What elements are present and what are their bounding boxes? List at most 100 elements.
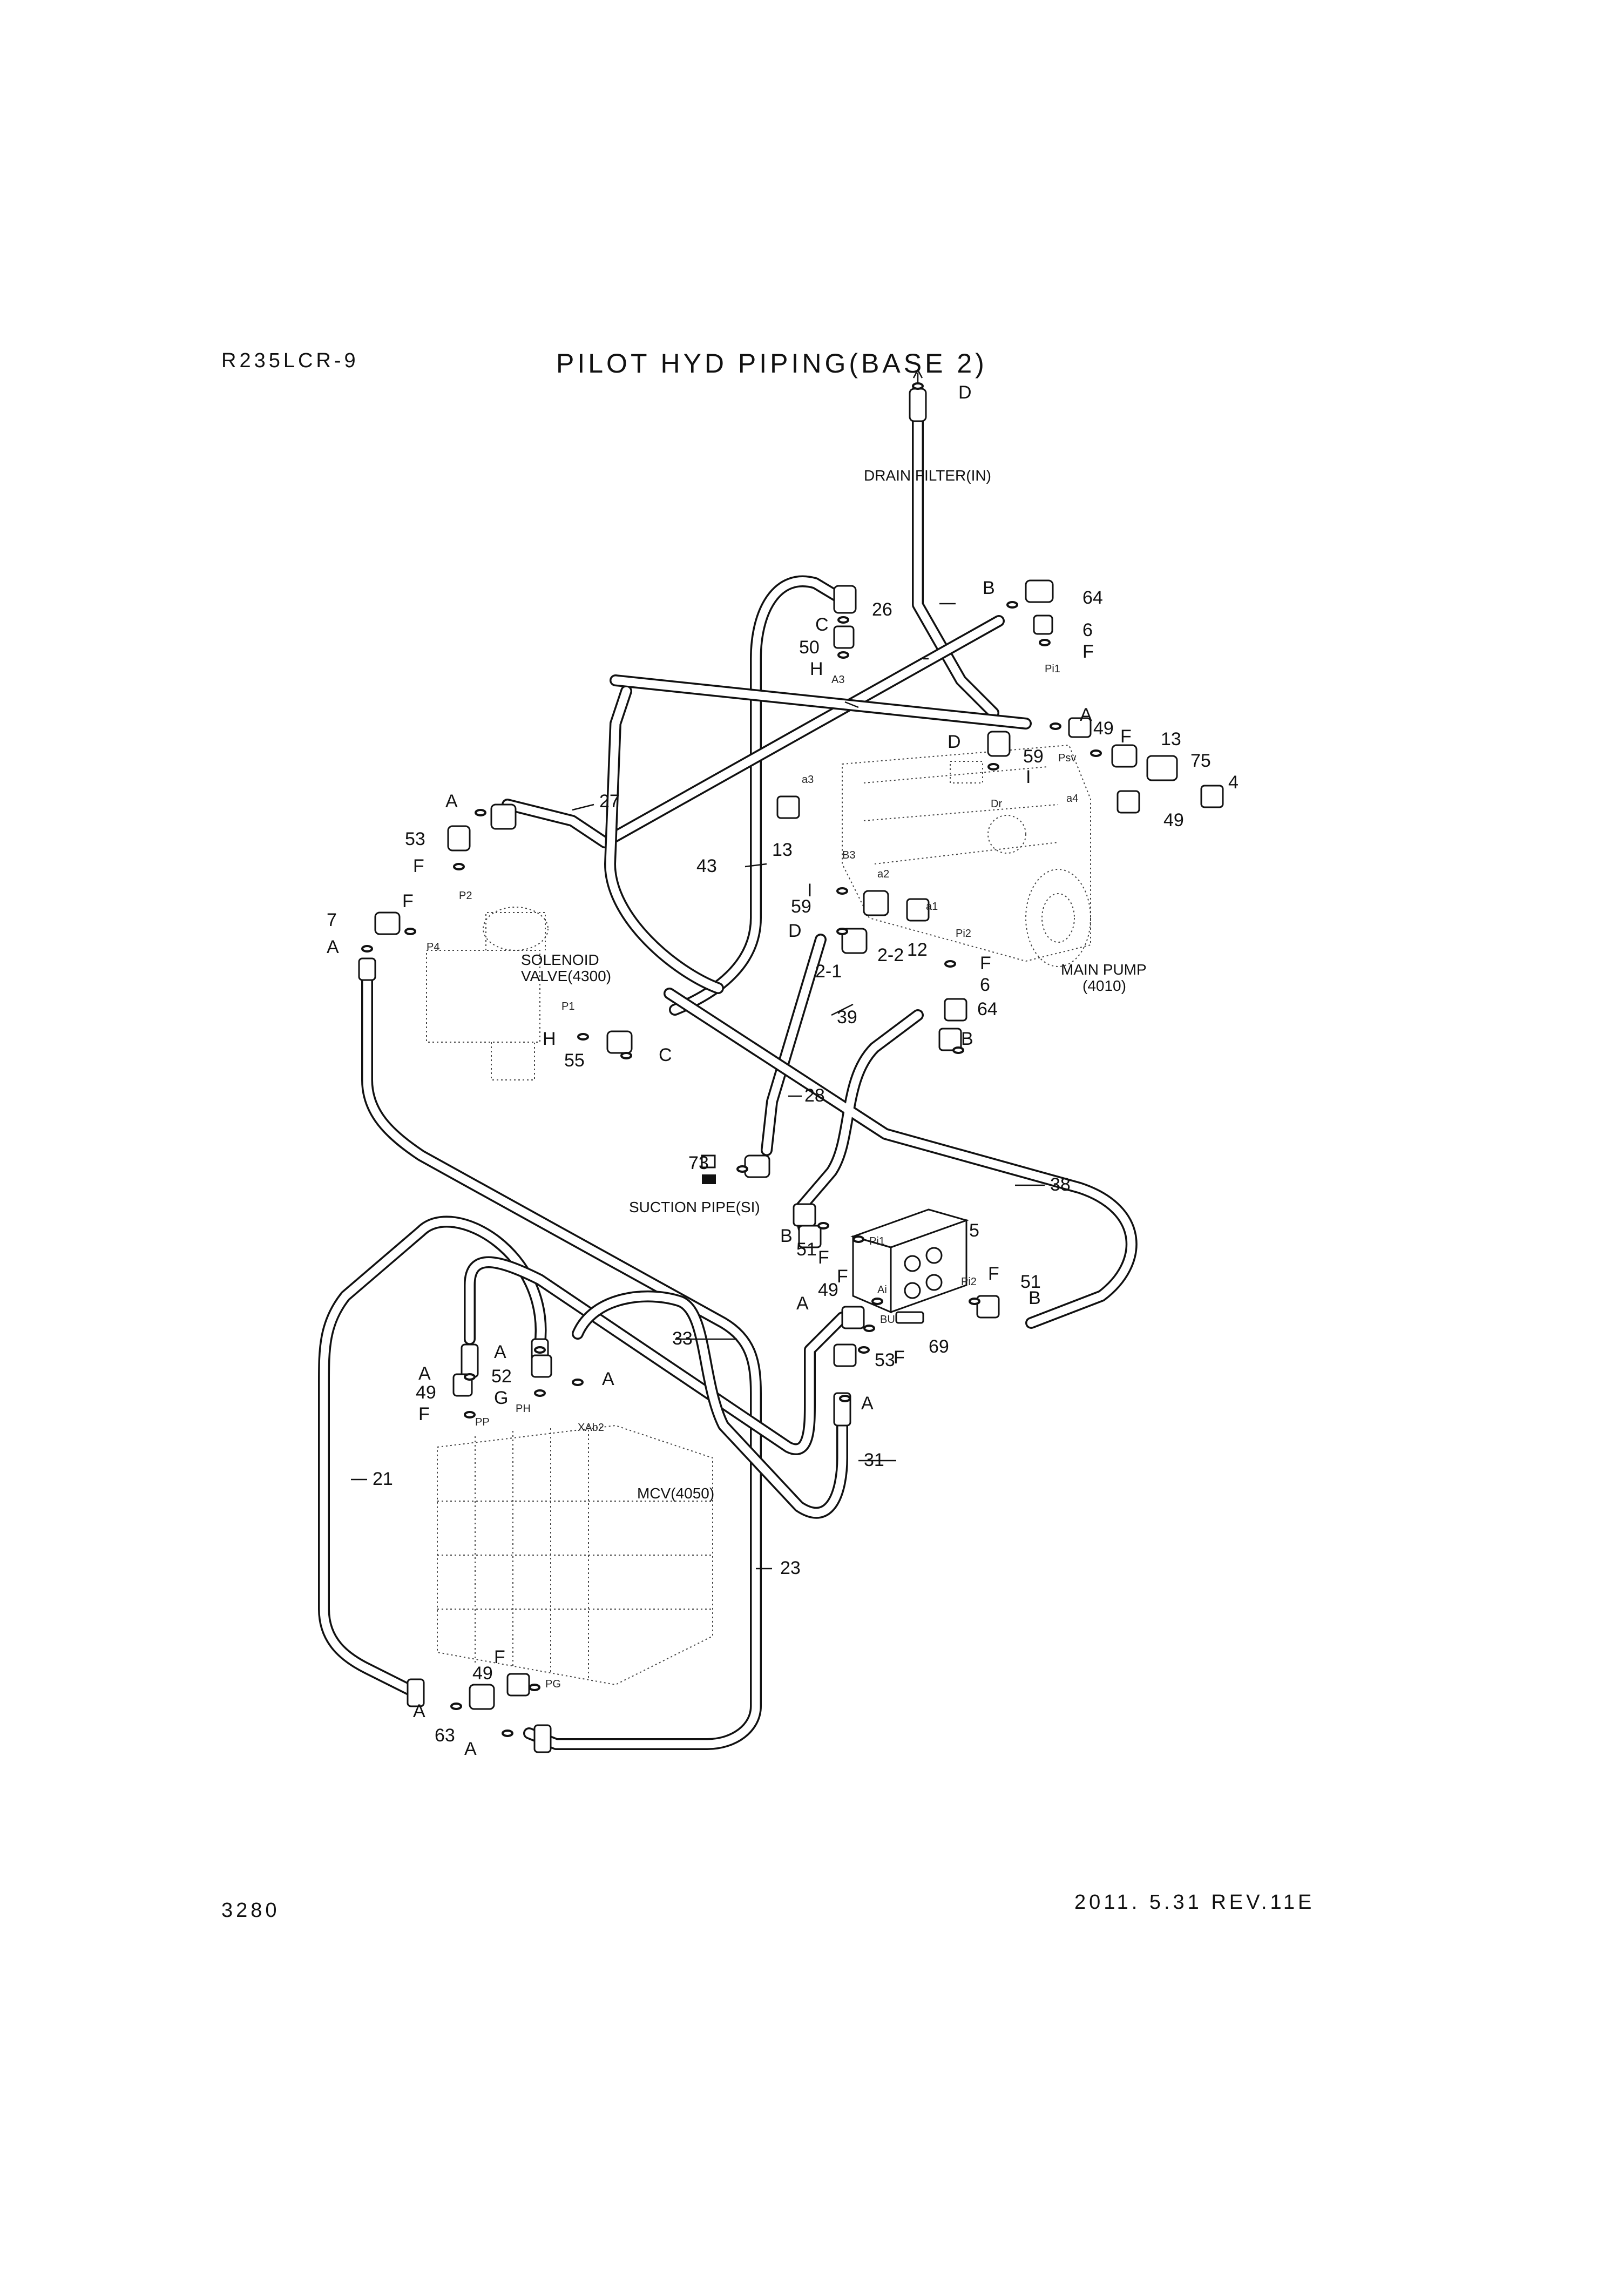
port-letter: F [980, 953, 991, 974]
solenoid-valve-label-2: VALVE(4300) [521, 968, 611, 984]
suction-pipe-label: SUCTION PIPE(SI) [629, 1199, 760, 1215]
part-number: 52 [491, 1366, 512, 1387]
port-letter: H [543, 1029, 556, 1049]
port-letter: A [1080, 705, 1092, 725]
part-number: 73 [688, 1153, 709, 1173]
part-number: 49 [1163, 810, 1184, 830]
port-code: XAb2 [578, 1422, 604, 1434]
part-number: 75 [1190, 751, 1211, 771]
fittings [358, 388, 1224, 1753]
port-letter: F [402, 891, 414, 911]
port-letter: D [958, 382, 972, 403]
port-letter: D [948, 732, 961, 752]
port-code: Pi1 [1045, 663, 1060, 675]
port-letter: A [327, 937, 339, 957]
port-letter: F [1082, 641, 1094, 662]
part-number: 27 [599, 791, 620, 812]
part-number: 13 [772, 840, 793, 860]
port-code: BU [880, 1314, 895, 1326]
revision-date: 2011. 5.31 REV.11E [1074, 1891, 1315, 1914]
port-letter: F [1120, 726, 1132, 747]
part-number: 6 [1082, 620, 1093, 640]
port-letter: A [464, 1739, 477, 1759]
part-number: 23 [780, 1558, 801, 1578]
mcv-outline [437, 1424, 713, 1686]
part-number: 2-2 [877, 945, 904, 965]
port-letter: A [494, 1342, 506, 1362]
part-number: 12 [907, 940, 928, 960]
port-letter: I [1026, 767, 1031, 787]
port-letter: B [961, 1029, 973, 1049]
port-code: P4 [427, 941, 439, 953]
part-number: 26 [872, 599, 892, 620]
port-code: B3 [842, 849, 855, 861]
port-letter: B [1028, 1288, 1041, 1308]
drain-filter-label: DRAIN FILTER(IN) [864, 467, 991, 484]
port-letter: F [494, 1647, 505, 1667]
port-letter: F [837, 1266, 848, 1287]
part-number: 5 [969, 1220, 979, 1241]
main-pump-outline [842, 744, 1091, 967]
mcv-label: MCV(4050) [637, 1485, 714, 1502]
port-letter: A [413, 1701, 425, 1721]
part-number: 64 [977, 999, 998, 1019]
port-code: P1 [561, 1001, 574, 1012]
port-letter: G [494, 1388, 508, 1408]
part-number: 69 [929, 1336, 949, 1357]
port-letter: A [796, 1293, 809, 1314]
port-letter: A [602, 1369, 614, 1389]
port-code: Psv [1058, 752, 1076, 764]
port-letter: F [413, 856, 424, 876]
solenoid-valve-label-1: SOLENOID [521, 951, 599, 968]
part-number: 51 [796, 1239, 817, 1260]
part-number: 59 [791, 896, 811, 917]
port-code: Pi2 [956, 928, 971, 940]
port-letter: F [894, 1347, 905, 1368]
part-number: 28 [804, 1085, 825, 1106]
page-title: PILOT HYD PIPING(BASE 2) [556, 348, 987, 379]
part-number: 21 [373, 1469, 393, 1489]
part-number: 6 [980, 975, 990, 995]
part-number: 51 [1020, 1272, 1041, 1292]
part-number: 33 [672, 1328, 693, 1349]
port-letter: B [780, 1226, 793, 1246]
part-number: 59 [1023, 746, 1044, 767]
part-number: 53 [405, 829, 425, 849]
valve-block-5 [850, 1208, 969, 1314]
port-letter: H [810, 659, 823, 679]
port-code: Ai [877, 1284, 887, 1296]
part-number: 38 [1050, 1174, 1071, 1195]
port-letter: C [815, 614, 829, 635]
model-code: R235LCR-9 [221, 349, 359, 372]
part-number: 49 [472, 1663, 493, 1684]
page-number: 3280 [221, 1899, 280, 1922]
part-number: 50 [799, 637, 820, 658]
suction-marker [702, 1174, 716, 1184]
port-code: Dr [991, 798, 1002, 810]
port-letter: F [988, 1264, 999, 1284]
port-letter: I [807, 880, 812, 901]
port-code: A3 [831, 674, 844, 686]
part-number: 63 [435, 1725, 455, 1746]
part-number: 49 [1093, 718, 1114, 739]
port-letter: A [861, 1393, 874, 1414]
part-number: 4 [1228, 772, 1239, 793]
main-pump-label-2: (4010) [1082, 977, 1126, 994]
part-number: 64 [1082, 587, 1103, 608]
port-code: a2 [877, 868, 889, 880]
port-letter: D [788, 921, 802, 941]
port-letter: B [983, 578, 995, 598]
part-number: 55 [564, 1050, 585, 1071]
port-letter: F [818, 1247, 829, 1268]
port-code: PP [475, 1416, 490, 1428]
port-code: Pi2 [961, 1276, 977, 1288]
part-number: 43 [696, 856, 717, 876]
port-code: a1 [926, 901, 938, 913]
port-letter: F [418, 1404, 430, 1424]
part-number: 53 [875, 1350, 895, 1370]
port-code: Pi1 [869, 1235, 885, 1247]
part-number: 39 [837, 1007, 857, 1028]
part-number: 2-1 [815, 961, 842, 982]
o-rings [361, 382, 1102, 1737]
